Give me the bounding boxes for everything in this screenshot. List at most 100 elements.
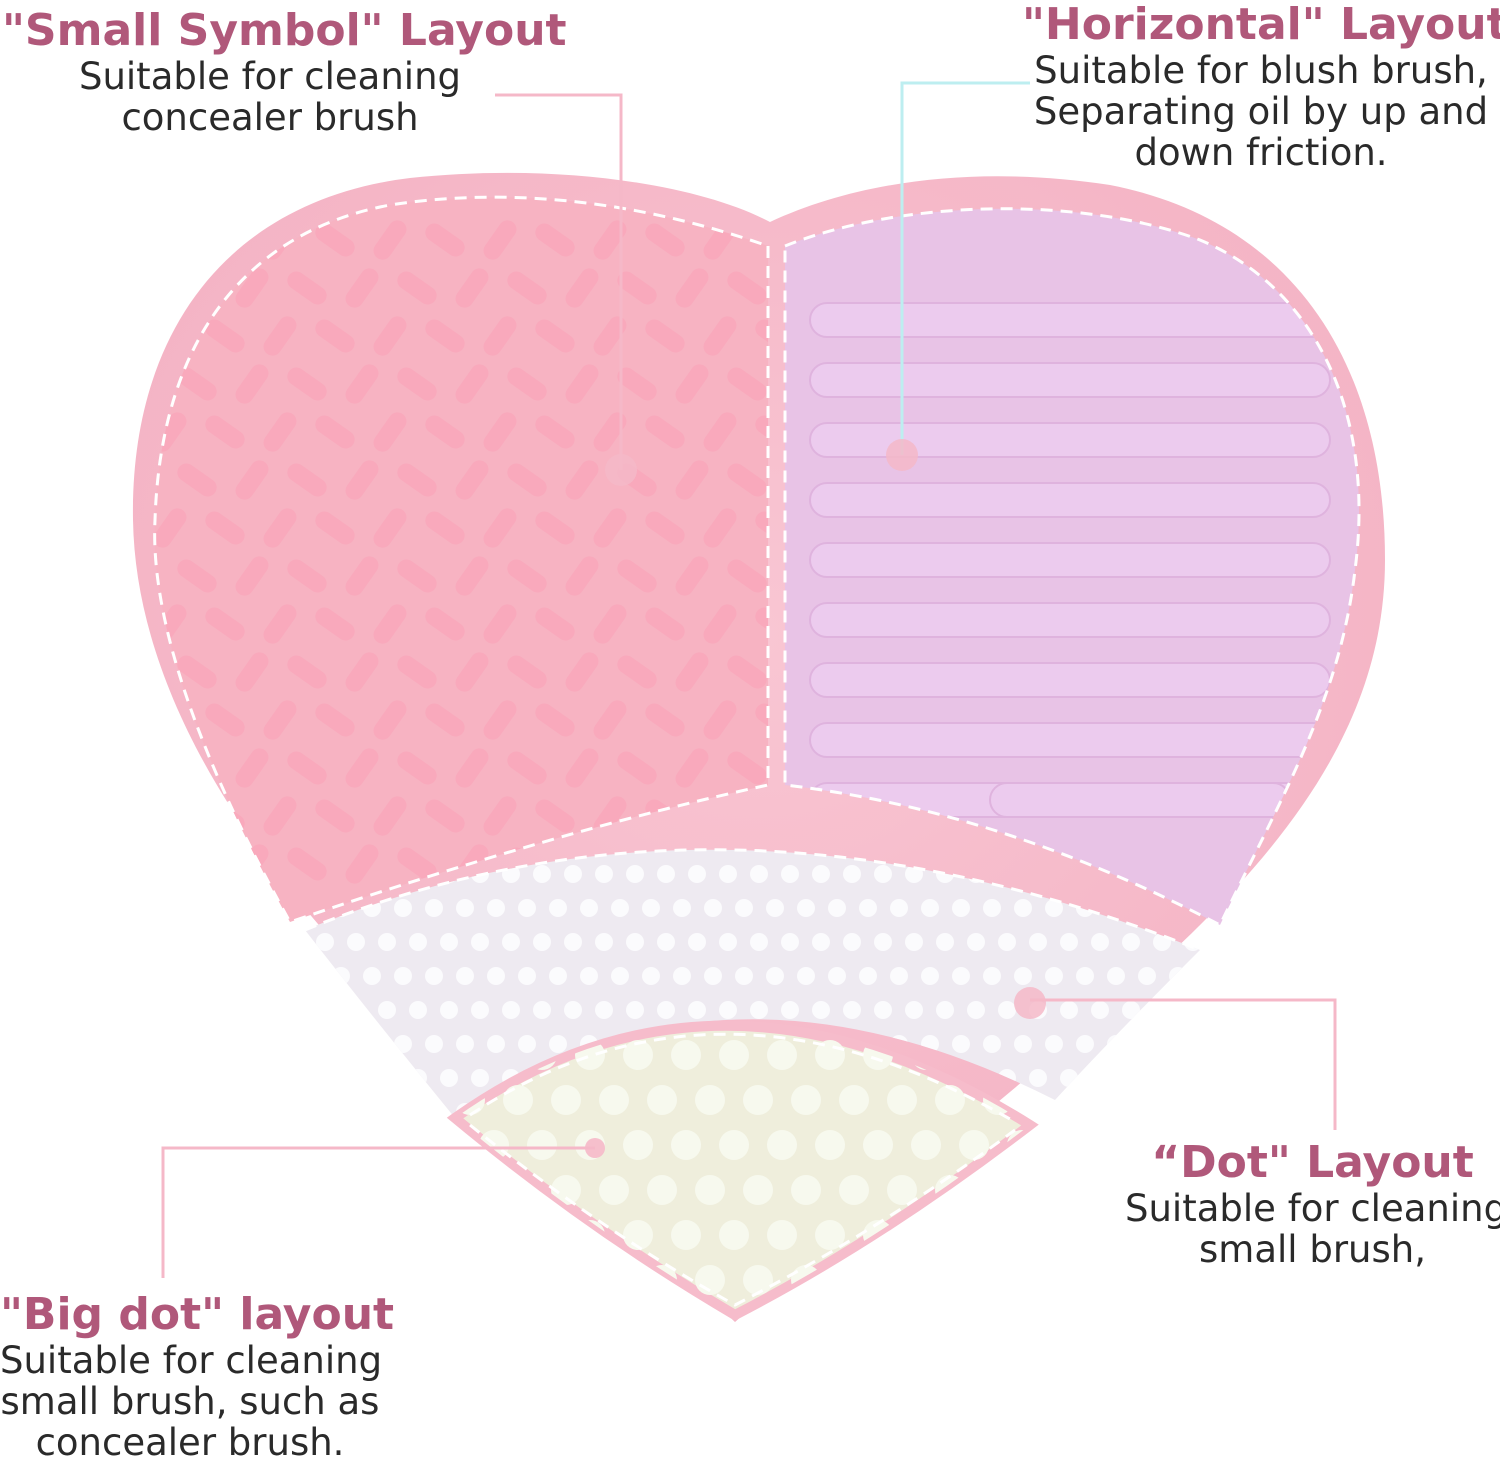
small-dot (859, 967, 877, 985)
symbol-pill (425, 799, 465, 833)
symbol-pill (205, 319, 245, 353)
big-dot (743, 1265, 773, 1295)
symbol-pill (675, 748, 709, 788)
big-dot (839, 1265, 869, 1295)
small-dot (983, 899, 1001, 917)
small-dot (642, 899, 660, 917)
big-dot (527, 1220, 557, 1250)
big-dot (719, 1130, 749, 1160)
callout-horizontal: "Horizontal" Layout Suitable for blush b… (1022, 0, 1500, 173)
big-dot (551, 1265, 581, 1295)
big-dot (791, 1175, 821, 1205)
symbol-pill (315, 607, 355, 641)
symbol-pill (177, 559, 217, 593)
small-dot (1138, 967, 1156, 985)
small-dot (688, 933, 706, 951)
small-dot (595, 933, 613, 951)
symbol-pill (287, 847, 327, 881)
small-dot (1076, 1103, 1094, 1118)
symbol-pill (755, 703, 769, 737)
big-dot (959, 1130, 989, 1160)
symbol-pill (287, 367, 327, 401)
symbol-pill (675, 556, 709, 596)
small-dot (440, 1069, 458, 1087)
symbol-pill (263, 316, 297, 356)
small-dot (828, 899, 846, 917)
symbol-pill (507, 367, 547, 401)
symbol-pill (263, 604, 297, 644)
small-dot (305, 967, 319, 985)
big-dot (839, 1175, 869, 1205)
symbol-pill (483, 604, 517, 644)
symbol-pill (675, 460, 709, 500)
big-dot-desc-line-3: concealer brush. (35, 1421, 345, 1464)
small-dot (750, 1001, 768, 1019)
small-dot (1122, 933, 1140, 951)
small-dot (440, 1001, 458, 1019)
small-dot (440, 933, 458, 951)
small-dot (998, 1001, 1016, 1019)
big-dot (743, 1085, 773, 1115)
small-dot (952, 967, 970, 985)
symbol-pill (425, 607, 465, 641)
small-dot (409, 933, 427, 951)
small-dot (874, 933, 892, 951)
small-dot (890, 899, 908, 917)
symbol-pill (205, 511, 245, 545)
symbol-pill (755, 607, 769, 641)
small-dot (425, 1103, 443, 1118)
symbol-pill (483, 796, 517, 836)
symbol-pill (565, 748, 599, 788)
symbol-pill (535, 319, 575, 353)
big-dot (479, 1220, 509, 1250)
small-dot (394, 967, 412, 985)
small-dot (363, 967, 381, 985)
symbol-pill (345, 844, 379, 884)
small-dot (347, 1069, 365, 1087)
small-dot (363, 1103, 381, 1118)
symbol-pill (345, 460, 379, 500)
horizontal-ridge (809, 662, 1331, 698)
symbol-pill (235, 460, 269, 500)
small-dot (1091, 933, 1109, 951)
symbol-pill (727, 559, 767, 593)
big-dot (839, 1085, 869, 1115)
big-dot (455, 1265, 485, 1295)
big-dot (455, 1175, 485, 1205)
small-dot (425, 967, 443, 985)
big-dot-title: "Big dot" layout (0, 1289, 395, 1340)
small-dot (502, 933, 520, 951)
symbol-pill (287, 559, 327, 593)
small-dot (967, 1001, 985, 1019)
small-dot (642, 967, 660, 985)
symbol-pill (287, 463, 327, 497)
big-dot (647, 1085, 677, 1115)
small-dot (363, 1035, 381, 1053)
small-dot (890, 967, 908, 985)
symbol-pill (565, 364, 599, 404)
big-dot (767, 1040, 797, 1070)
symbol-pill (565, 556, 599, 596)
big-dot (551, 1175, 581, 1205)
symbol-pill (287, 271, 327, 305)
symbol-pill (373, 604, 407, 644)
big-dot (671, 1220, 701, 1250)
callout-small-symbol: "Small Symbol" Layout Suitable for clean… (0, 6, 567, 139)
small-dot (735, 899, 753, 917)
big-dot (1007, 1220, 1030, 1250)
symbol-pill (397, 751, 437, 785)
small-dot (456, 967, 474, 985)
big-dot (671, 1130, 701, 1160)
symbol-pill (177, 463, 217, 497)
big-dot (935, 1085, 965, 1115)
symbol-pill (235, 268, 269, 308)
big-dot (551, 1085, 581, 1115)
symbol-pill (315, 799, 355, 833)
small-dot (735, 967, 753, 985)
small-dot (518, 899, 536, 917)
big-dot-desc-line-2: small brush, such as (0, 1380, 380, 1423)
symbol-pill (535, 511, 575, 545)
small-dot (1107, 1103, 1125, 1118)
symbol-pill (425, 703, 465, 737)
small-dot (983, 1035, 1001, 1053)
